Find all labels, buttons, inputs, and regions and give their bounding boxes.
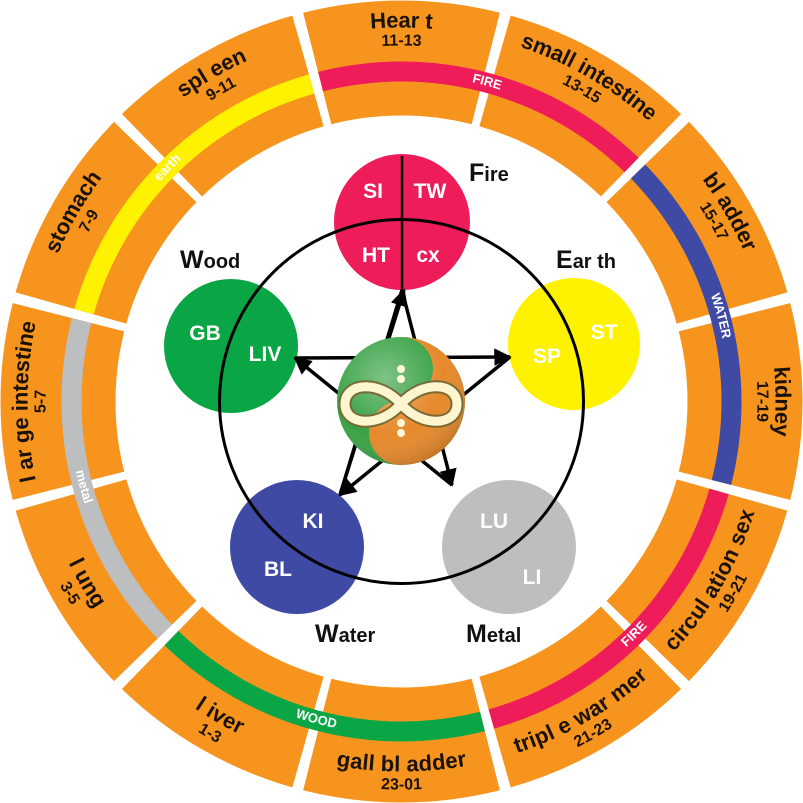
element-band bbox=[61, 318, 173, 639]
wood-circle: GB LIV bbox=[164, 279, 298, 413]
center-dot-bottom2 bbox=[397, 429, 405, 437]
organ-time-text: 5-7 bbox=[33, 390, 50, 414]
fire-circle: SI TW HT cx bbox=[334, 154, 470, 290]
organ-sp: SP bbox=[533, 345, 561, 368]
center-dot-top2 bbox=[397, 375, 405, 383]
organ-cx: cx bbox=[416, 244, 440, 267]
label-wood-initial: W bbox=[180, 246, 204, 274]
element-band bbox=[318, 61, 639, 173]
label-earth-initial: E bbox=[556, 246, 573, 274]
organ-lu: LU bbox=[480, 510, 508, 533]
element-band bbox=[630, 164, 742, 485]
organ-time-label: 5-7 bbox=[33, 390, 50, 414]
organ-time-text: 11-13 bbox=[381, 33, 422, 51]
label-metal-initial: M bbox=[466, 620, 487, 648]
organ-time-label: 17-19 bbox=[753, 381, 771, 423]
element-band bbox=[488, 488, 729, 729]
organ-tw: TW bbox=[414, 180, 447, 203]
organ-time-label: 23-01 bbox=[381, 776, 423, 794]
center-dot-top bbox=[397, 365, 405, 373]
water-circle: KI BL bbox=[230, 480, 364, 614]
organ-name-label: Hear t bbox=[369, 7, 434, 33]
organ-bl: BL bbox=[264, 558, 292, 581]
label-metal: Metal bbox=[466, 620, 521, 648]
label-metal-rest: etal bbox=[487, 625, 521, 647]
organ-ki: KI bbox=[303, 510, 324, 533]
infinity-symbol bbox=[340, 382, 462, 426]
organ-gb: GB bbox=[189, 322, 221, 345]
element-band-ring bbox=[61, 61, 742, 742]
infinity-yin-yang-icon bbox=[337, 337, 465, 465]
element-band bbox=[164, 630, 485, 742]
label-water: Water bbox=[315, 620, 376, 648]
generating-cycle-circle bbox=[218, 218, 585, 585]
organ-name-text: kidney bbox=[769, 366, 796, 439]
label-fire-initial: F bbox=[469, 159, 484, 187]
label-wood-rest: ood bbox=[204, 251, 241, 273]
organ-time-label: 11-13 bbox=[381, 33, 422, 51]
organ-li: LI bbox=[523, 566, 542, 589]
organ-liv: LIV bbox=[249, 343, 282, 366]
label-fire: Fire bbox=[469, 159, 509, 187]
water-circle-fill bbox=[230, 480, 364, 614]
organ-time-text: 23-01 bbox=[381, 776, 423, 794]
organ-ht: HT bbox=[362, 244, 390, 267]
organ-name-label: kidney bbox=[769, 366, 796, 439]
label-earth-rest: ar th bbox=[573, 251, 616, 273]
organ-si: SI bbox=[363, 180, 383, 203]
wood-circle-fill bbox=[164, 279, 298, 413]
center-dot-bottom bbox=[397, 419, 405, 427]
label-water-rest: ater bbox=[339, 625, 376, 647]
label-earth: Ear th bbox=[556, 246, 616, 274]
label-wood: Wood bbox=[180, 246, 240, 274]
organ-st: ST bbox=[591, 321, 618, 344]
organ-name-text: Hear t bbox=[369, 7, 434, 33]
label-fire-rest: ire bbox=[484, 164, 508, 186]
organ-time-text: 17-19 bbox=[753, 381, 771, 423]
element-band bbox=[74, 74, 315, 315]
label-water-initial: W bbox=[315, 620, 339, 648]
